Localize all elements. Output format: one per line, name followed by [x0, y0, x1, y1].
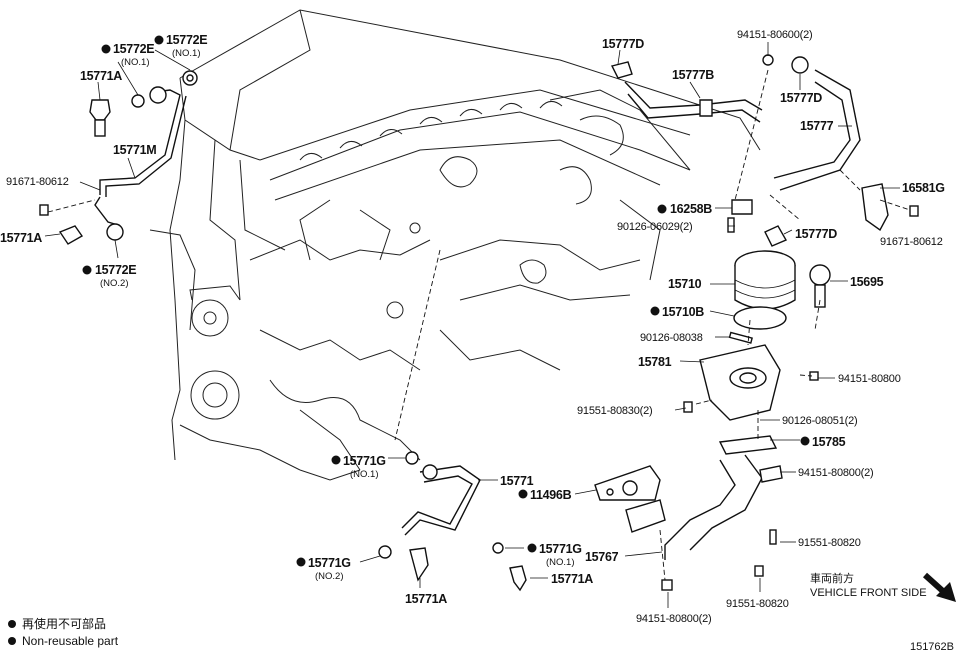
- callout-15777B: 15777B: [672, 68, 714, 82]
- non-reusable-dot-icon: [8, 637, 16, 645]
- callout-15771: 15771: [500, 474, 534, 488]
- callout-16258B: 16258B: [670, 202, 712, 216]
- illustration-ref-code: 151762B: [909, 641, 954, 653]
- callout-15710: 15710: [668, 277, 702, 291]
- callout-90126-06029: 90126-06029(2): [617, 221, 692, 233]
- callout-15767: 15767: [585, 550, 619, 564]
- callout-15772E-no1-top-sub: (NO.1): [172, 48, 201, 59]
- callout-15771G-no2-sub: (NO.2): [315, 571, 344, 582]
- parts-drawing: [39, 54, 919, 592]
- callout-15777D-top: 15777D: [602, 37, 644, 51]
- callout-91551-80820-a: 91551-80820: [798, 537, 861, 549]
- callout-15772E-no1-mid-sub: (NO.1): [121, 57, 150, 68]
- callout-15772E-no2-sub: (NO.2): [100, 278, 129, 289]
- vehicle-front-label: 車両前方 VEHICLE FRONT SIDE: [810, 572, 927, 600]
- callout-15777D-low: 15777D: [795, 227, 837, 241]
- callout-15771A-bottom-right: 15771A: [551, 572, 593, 586]
- legend: 再使用不可部品 Non-reusable part: [8, 616, 118, 650]
- callout-91671-80612-right: 91671-80612: [880, 236, 943, 248]
- callout-91671-80612-left: 91671-80612: [6, 176, 69, 188]
- vehicle-front-arrow-icon: [922, 572, 956, 602]
- callout-94151-80800-bottom: 94151-80800(2): [636, 613, 711, 625]
- callout-15771G-no1-right-sub: (NO.1): [546, 557, 575, 568]
- callout-15777: 15777: [800, 119, 834, 133]
- callout-15771A-top: 15771A: [80, 69, 122, 83]
- assembly-lines: [47, 69, 911, 581]
- leader-lines: [44, 42, 900, 608]
- callout-94151-80600: 94151-80600(2): [737, 29, 812, 41]
- callout-94151-80800-2: 94151-80800(2): [798, 467, 873, 479]
- callout-11496B: 11496B: [530, 488, 572, 502]
- callout-labels: 15772E (NO.1) 15772E (NO.1) 15771A 15771…: [0, 29, 945, 625]
- legend-text-jp: 再使用不可部品: [22, 617, 107, 631]
- callout-15772E-no1-top: 15772E: [166, 33, 207, 47]
- callout-94151-80800: 94151-80800: [838, 373, 901, 385]
- callout-91551-80830: 91551-80830(2): [577, 405, 652, 417]
- callout-15781: 15781: [638, 355, 672, 369]
- callout-15771M: 15771M: [113, 143, 156, 157]
- callout-15771G-no2: 15771G: [308, 556, 351, 570]
- callout-90126-08038: 90126-08038: [640, 332, 703, 344]
- legend-row-jp: 再使用不可部品: [8, 616, 118, 633]
- vehicle-front-jp: 車両前方: [810, 573, 854, 585]
- callout-90126-08051: 90126-08051(2): [782, 415, 857, 427]
- callout-15772E-no1-mid: 15772E: [113, 42, 154, 56]
- callout-16581G: 16581G: [902, 181, 945, 195]
- callout-15771A-left: 15771A: [0, 231, 42, 245]
- legend-row-en: Non-reusable part: [8, 633, 118, 650]
- callout-91551-80820-b: 91551-80820: [726, 598, 789, 610]
- callout-15771G-no1: 15771G: [343, 454, 386, 468]
- non-reusable-markers: [82, 35, 810, 567]
- callout-15710B: 15710B: [662, 305, 704, 319]
- callout-15772E-no2: 15772E: [95, 263, 136, 277]
- callout-15771G-no1-sub: (NO.1): [350, 469, 379, 480]
- non-reusable-dot-icon: [8, 620, 16, 628]
- callout-15771A-bottom-left: 15771A: [405, 592, 447, 606]
- callout-15695: 15695: [850, 275, 884, 289]
- callout-15777D-mid: 15777D: [780, 91, 822, 105]
- callout-15785: 15785: [812, 435, 846, 449]
- callout-15771G-no1-right: 15771G: [539, 542, 582, 556]
- vehicle-front-en: VEHICLE FRONT SIDE: [810, 587, 927, 599]
- engine-block-drawing: [149, 9, 761, 481]
- legend-text-en: Non-reusable part: [22, 634, 119, 648]
